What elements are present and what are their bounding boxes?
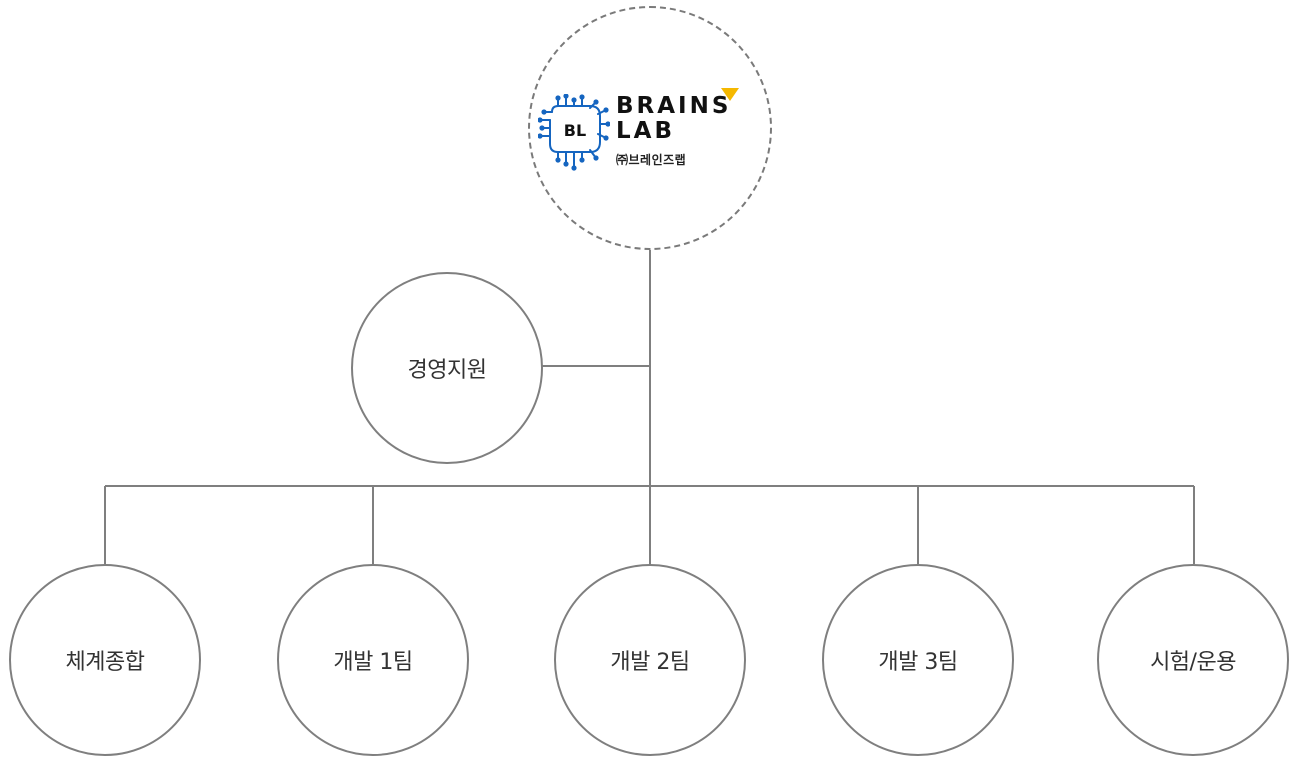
node-team-3: 개발 2팀	[554, 564, 746, 756]
yellow-triangle-icon	[721, 88, 739, 101]
node-team-1-label: 체계종합	[65, 650, 145, 675]
brainslab-logo: BL BRAINS LAB ㈜브레인즈랩	[538, 88, 760, 178]
root-node	[528, 6, 772, 250]
node-team-2: 개발 1팀	[277, 564, 469, 756]
logo-korean-name: ㈜브레인즈랩	[616, 153, 687, 167]
node-team-4-label: 개발 3팀	[878, 650, 958, 675]
logo-brand-text: BRAINS LAB	[616, 94, 731, 144]
node-team-5-label: 시험/운용	[1150, 650, 1236, 675]
node-support-label: 경영지원	[407, 358, 487, 383]
node-team-5: 시험/운용	[1097, 564, 1289, 756]
node-team-2-label: 개발 1팀	[333, 650, 413, 675]
node-team-4: 개발 3팀	[822, 564, 1014, 756]
logo-mark-text: BL	[564, 121, 586, 140]
node-support: 경영지원	[351, 272, 543, 464]
circuit-brain-icon: BL	[538, 94, 610, 171]
node-team-1: 체계종합	[9, 564, 201, 756]
node-team-3-label: 개발 2팀	[610, 650, 690, 675]
logo-brand-line1: BRAINS	[616, 93, 732, 119]
logo-brand-line2: LAB	[616, 118, 675, 144]
